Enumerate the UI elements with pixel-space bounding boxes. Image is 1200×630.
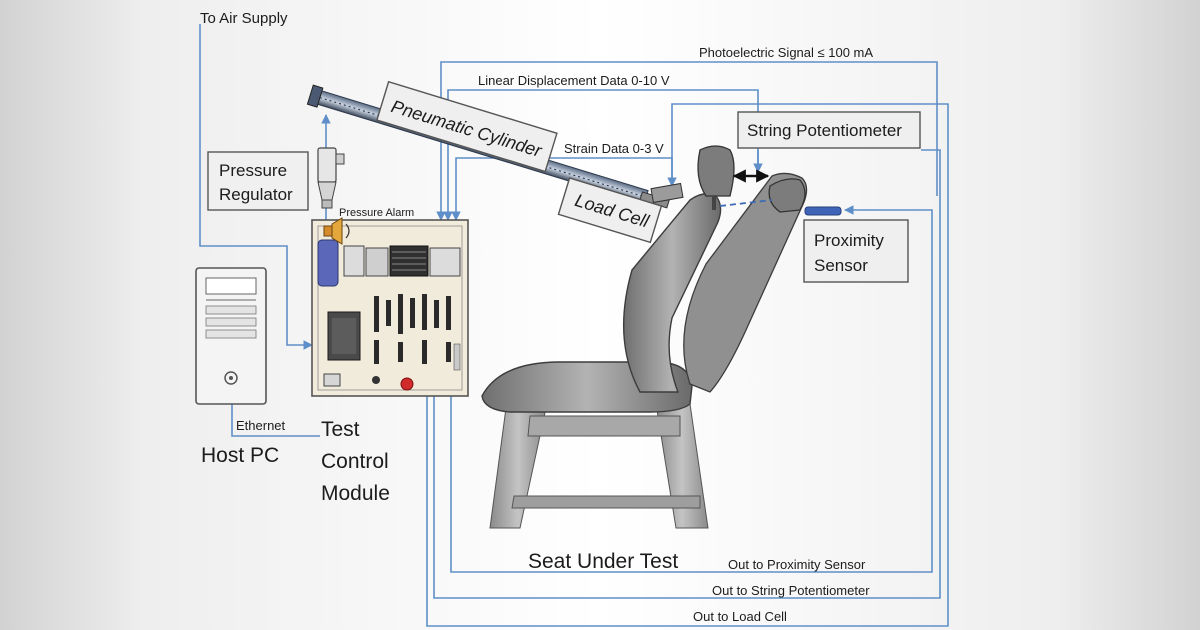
- out-load-label: Out to Load Cell: [693, 609, 787, 624]
- out-string-label: Out to String Potentiometer: [712, 583, 870, 598]
- proximity-sensor-label-1: Proximity: [814, 231, 884, 250]
- string-potentiometer-label: String Potentiometer: [747, 121, 902, 140]
- test-control-module-label-1: Test: [321, 418, 360, 441]
- load-cell: [650, 182, 684, 204]
- pressure-regulator-icon: [317, 147, 345, 209]
- pressure-regulator-label-1: Pressure: [219, 161, 287, 180]
- ethernet-label: Ethernet: [236, 418, 286, 433]
- host-pc-tower-icon: [195, 267, 267, 405]
- strain-data-label: Strain Data 0-3 V: [564, 141, 664, 156]
- linear-displacement-label: Linear Displacement Data 0-10 V: [478, 73, 670, 88]
- speaker-alarm-icon: [323, 217, 350, 245]
- pressure-regulator-label-2: Regulator: [219, 185, 293, 204]
- seat-under-test: [481, 145, 808, 529]
- string-potentiometer-callout: String Potentiometer: [737, 111, 921, 149]
- pressure-alarm-label: Pressure Alarm: [339, 207, 414, 219]
- test-control-module-label-2: Control: [321, 450, 389, 473]
- test-control-module: [311, 219, 469, 397]
- host-pc-label: Host PC: [201, 444, 279, 467]
- air-supply-label: To Air Supply: [200, 10, 288, 27]
- proximity-sensor-callout: Proximity Sensor: [803, 219, 909, 283]
- proximity-sensor-label-2: Sensor: [814, 256, 868, 275]
- proximity-sensor-icon: [804, 206, 842, 216]
- seat-under-test-label: Seat Under Test: [528, 550, 678, 573]
- test-control-module-label-3: Module: [321, 482, 390, 505]
- pressure-regulator-callout: Pressure Regulator: [207, 151, 309, 211]
- photoelectric-signal-label: Photoelectric Signal ≤ 100 mA: [699, 45, 873, 60]
- out-proximity-label: Out to Proximity Sensor: [728, 557, 866, 572]
